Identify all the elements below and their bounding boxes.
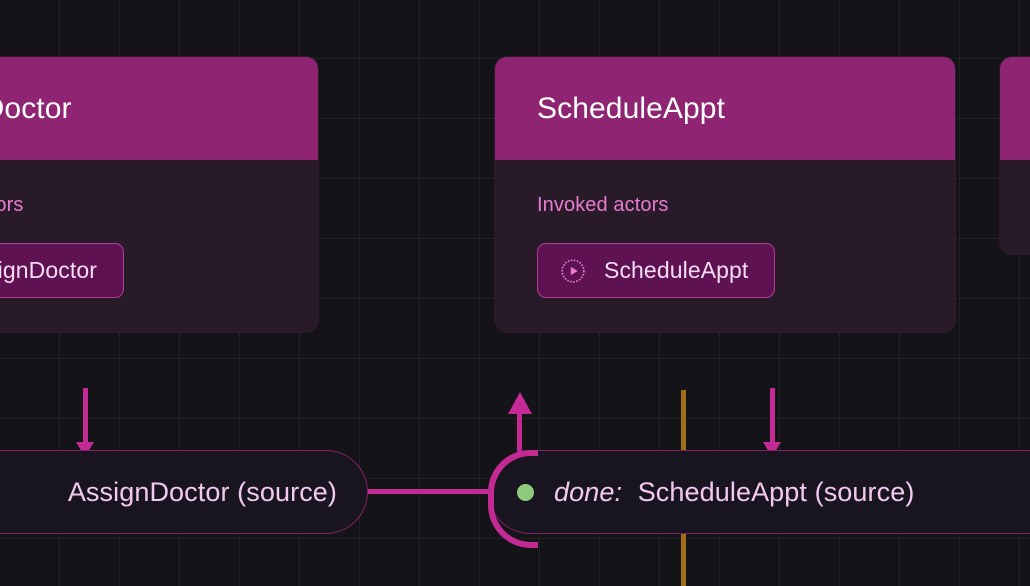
invoked-actor-label: AssignDoctor [0,257,97,283]
event-pill-text: done: ScheduleAppt (source) [554,477,914,508]
state-card-title [1000,57,1030,160]
state-card-partial-right[interactable] [1000,57,1030,254]
play-circle-icon [560,258,586,284]
state-card-body: Invoked actors AssignDoctor [0,160,318,332]
invoked-actors-label: Invoked actors [537,194,669,216]
event-pill-prefix: done: [554,476,623,507]
event-pill-label: AssignDoctor (source) [67,476,337,507]
state-card-scheduleappt[interactable]: ScheduleAppt Invoked actors ScheduleAppt [495,57,955,332]
invoked-actor-label: ScheduleAppt [604,257,749,283]
arrowhead-up-icon [508,392,532,414]
invoked-actors-label: Invoked actors [0,194,24,216]
state-card-body [1000,160,1030,254]
invoked-actor-chip[interactable]: ScheduleAppt [537,243,776,298]
edge-into-scheduleappt-pill [770,388,775,454]
state-card-assigndoctor[interactable]: AssignDoctor Invoked actors AssignDoctor [0,57,318,332]
edge-into-assigndoctor-pill [83,388,88,454]
edge-assigndoctor-to-scheduleappt [367,489,491,494]
event-pill-scheduleappt[interactable]: done: ScheduleAppt (source) [488,450,1030,548]
invoked-actor-chip[interactable]: AssignDoctor [0,243,124,298]
state-card-title: AssignDoctor [0,57,318,160]
event-pill-label: ScheduleAppt (source) [637,476,915,507]
state-card-body: Invoked actors ScheduleAppt [495,160,955,332]
state-card-title: ScheduleAppt [495,57,955,160]
edge-scheduleappt-up-to-card [517,412,522,458]
event-pill-assigndoctor[interactable]: AssignDoctor (source) [0,450,368,534]
done-status-dot [517,483,534,501]
